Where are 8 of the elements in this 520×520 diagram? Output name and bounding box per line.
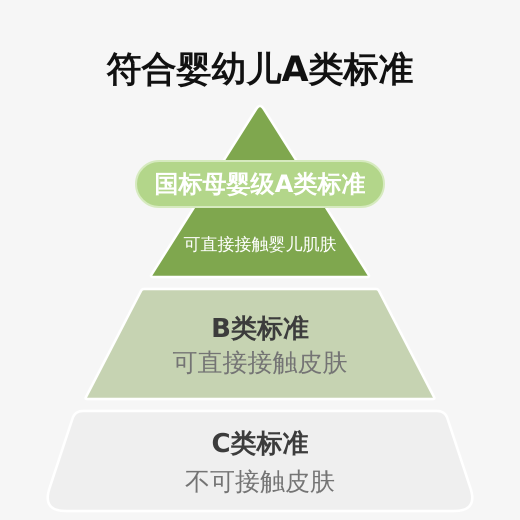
tier-description: 可直接接触婴儿肌肤 <box>182 234 338 256</box>
grade-badge: 国标母婴级A类标准 <box>135 160 385 208</box>
pyramid-middle-tier <box>83 287 437 401</box>
tier-description: 不可接触皮肤 <box>184 467 336 497</box>
title: 符合婴幼儿A类标准 <box>105 49 415 92</box>
tier-description: 可直接接触皮肤 <box>172 348 348 378</box>
tier-heading: B类标准 <box>210 314 310 346</box>
tier-heading: C类标准 <box>210 429 310 461</box>
